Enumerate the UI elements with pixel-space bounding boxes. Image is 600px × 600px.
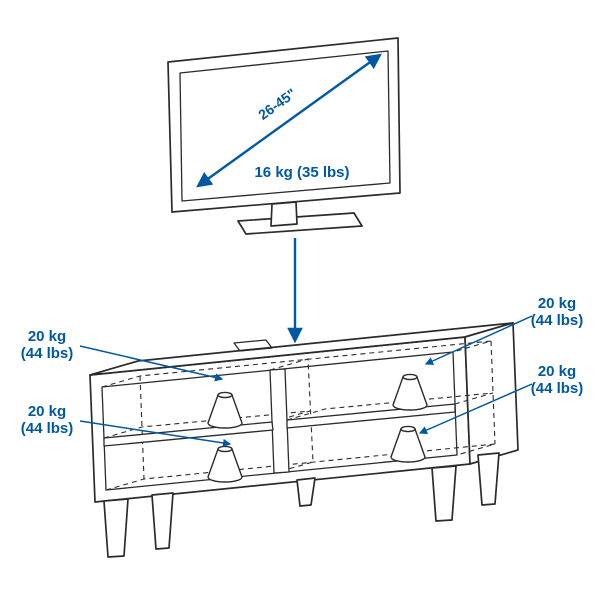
bench-leg-back-left	[151, 492, 174, 550]
bench-inner-opening	[101, 351, 458, 491]
screen-size-measure-arrow	[196, 53, 382, 188]
pointer-line	[418, 383, 533, 434]
capacity-label-left-top-line2: (44 lbs)	[21, 345, 74, 362]
capacity-label-left-bottom-line1: 20 kg	[28, 403, 66, 420]
capacity-label-right-top-line1: 20 kg	[538, 295, 576, 312]
tv-bench-illustration	[89, 322, 519, 558]
capacity-label-left-bottom-line2: (44 lbs)	[21, 420, 74, 437]
capacity-annotation-right-top: 20 kg (44 lbs)	[424, 295, 584, 365]
pointer-line	[79, 345, 224, 382]
bench-legs	[103, 452, 500, 558]
capacity-label-left-top-line1: 20 kg	[28, 328, 66, 345]
bench-leg-front-right	[431, 465, 457, 522]
capacity-annotations: 20 kg (44 lbs) 20 kg (44 lbs) 20 kg (44 …	[21, 295, 584, 448]
tv-stand-base	[237, 212, 363, 235]
tv-illustration: 26-45" 16 kg (35 lbs)	[167, 37, 401, 235]
cable-outlet-slot	[233, 339, 273, 352]
capacity-annotation-left-bottom: 20 kg (44 lbs)	[21, 403, 232, 448]
max-load-cone-icon	[392, 373, 428, 411]
tv-stand-neck	[270, 201, 298, 227]
tv-max-weight-label: 16 kg (35 lbs)	[254, 164, 349, 181]
capacity-annotation-left-top: 20 kg (44 lbs)	[21, 328, 224, 382]
bench-leg-back-right	[477, 452, 500, 506]
capacity-label-right-bottom-line2: (44 lbs)	[531, 380, 584, 397]
bench-center-foot	[296, 477, 316, 507]
capacity-label-right-bottom-line1: 20 kg	[538, 363, 576, 380]
capacity-label-right-top-line2: (44 lbs)	[531, 312, 584, 329]
max-load-cone-icon	[207, 445, 243, 483]
bench-leg-front-left	[103, 498, 129, 558]
capacity-annotation-right-bottom: 20 kg (44 lbs)	[418, 363, 584, 434]
pointer-line	[79, 420, 232, 448]
bench-center-divider	[269, 368, 290, 474]
pointer-line	[424, 315, 533, 365]
max-load-cone-icon	[207, 391, 243, 429]
bench-interior-dashed-lines	[101, 340, 496, 491]
max-load-cone-icon	[390, 425, 426, 463]
